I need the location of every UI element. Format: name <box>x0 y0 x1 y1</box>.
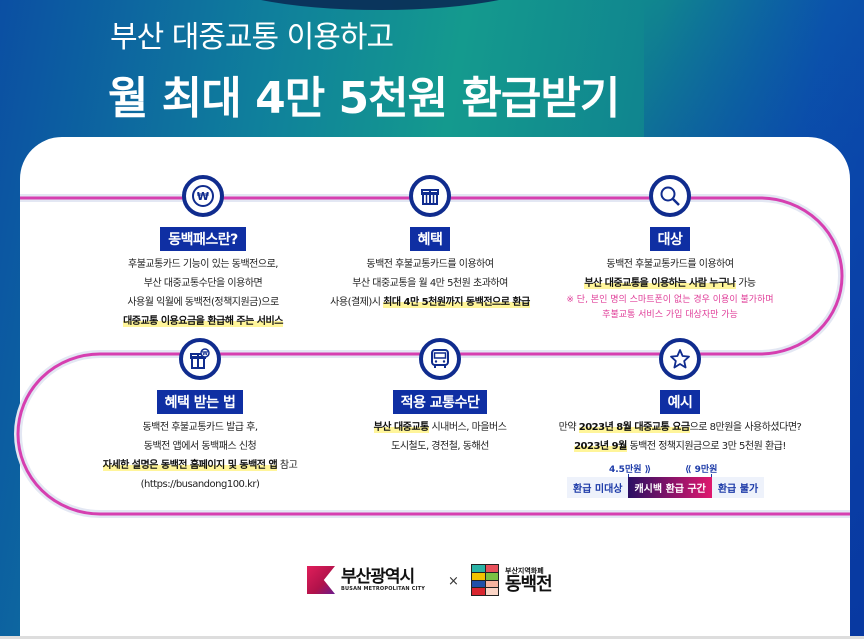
section-how-to: ₩ 혜택 받는 법 동백전 후불교통카드 발급 후, 동백전 앱에서 동백패스 … <box>70 338 330 494</box>
highlight-text: 최대 4만 5천원까지 동백전으로 환급 <box>383 297 530 308</box>
background-shape <box>210 0 550 10</box>
section-title: 동백패스란? <box>160 227 246 251</box>
desc-suffix: 으로 8만원을 사용하셨다면? <box>689 422 802 433</box>
desc-prefix: 만약 <box>558 422 579 433</box>
dongbaekjeon-logo: 부산지역화폐 동백전 <box>471 564 553 596</box>
busan-logo-name: 부산광역시 <box>341 567 415 587</box>
won-coin-icon: ₩ <box>182 175 224 217</box>
gift-coin-icon: ₩ <box>179 338 221 380</box>
desc-suffix: 가능 <box>735 278 756 289</box>
highlight-text: 2023년 9월 <box>574 441 627 452</box>
highlight-text: 대중교통 이용요금을 환급해 주는 서비스 <box>123 316 283 327</box>
highlight-text: 부산 대중교통을 이용하는 사람 누구나 <box>584 278 736 289</box>
highlight-text: 자세한 설명은 동백전 홈페이지 및 동백전 앱 <box>102 460 278 471</box>
dongbaekjeon-logo-icon <box>471 564 499 596</box>
desc-line: 동백전 후불교통카드 발급 후, <box>142 422 258 433</box>
gift-icon <box>409 175 451 217</box>
headline-subtitle: 부산 대중교통 이용하고 <box>110 20 394 55</box>
dongbaekjeon-name: 동백전 <box>505 574 553 595</box>
desc-line: 동백전 후불교통카드를 이용하여 <box>606 259 734 270</box>
section-title: 혜택 <box>409 227 451 251</box>
svg-text:₩: ₩ <box>202 351 208 357</box>
section-example: 예시 만약 2023년 8월 대중교통 요금으로 8만원을 사용하셨다면? 20… <box>530 338 830 498</box>
section-dongbaek-pass: ₩ 동백패스란? 후불교통카드 기능이 있는 동백전으로, 부산 대중교통수단을… <box>88 175 318 331</box>
busan-logo-icon <box>307 566 335 594</box>
section-transport: 적용 교통수단 부산 대중교통 시내버스, 마을버스 도시철도, 경전철, 동해… <box>340 338 540 456</box>
desc-line: 동백전 앱에서 동백패스 신청 <box>143 441 257 452</box>
note-line: 후불교통 서비스 가입 대상자만 가능 <box>602 310 738 320</box>
refund-scale: 4.5만원 ⟫ ⟪ 9만원 환급 미대상 캐시백 환급 구간 환급 불가 <box>567 462 777 498</box>
desc-prefix: 사용(결제)시 <box>330 297 384 308</box>
segment-no-refund: 환급 미대상 <box>567 477 629 498</box>
bus-icon <box>419 338 461 380</box>
desc-line: 후불교통카드 기능이 있는 동백전으로, <box>128 259 278 270</box>
high-threshold-label: ⟪ 9만원 <box>685 465 718 475</box>
desc-line: 부산 대중교통을 월 4만 5천원 초과하여 <box>352 278 508 289</box>
star-icon <box>659 338 701 380</box>
desc-suffix: 참고 <box>277 460 298 471</box>
busan-logo-english: BUSAN METROPOLITAN CITY <box>341 586 426 592</box>
desc-line: 부산 대중교통수단을 이용하면 <box>143 278 263 289</box>
search-icon <box>649 175 691 217</box>
section-title: 적용 교통수단 <box>392 390 488 414</box>
desc-line: 도시철도, 경전철, 동해선 <box>391 441 489 452</box>
segment-not-eligible: 환급 불가 <box>711 477 765 498</box>
highlight-text: 부산 대중교통 <box>373 422 429 433</box>
footer-logos: 부산광역시 BUSAN METROPOLITAN CITY × 부산지역화폐 동… <box>0 560 864 600</box>
desc-line: 사용월 익월에 동백전(정책지원금)으로 <box>127 297 279 308</box>
collab-separator: × <box>448 574 459 589</box>
desc-line: 동백전 후불교통카드를 이용하여 <box>366 259 494 270</box>
section-benefit: 혜택 동백전 후불교통카드를 이용하여 부산 대중교통을 월 4만 5천원 초과… <box>310 175 550 312</box>
dongbaekjeon-subtitle: 부산지역화폐 <box>505 567 544 575</box>
section-title: 대상 <box>649 227 691 251</box>
note-line: ※ 단, 본인 명의 스마트폰이 없는 경우 이용이 불가하며 <box>566 295 774 305</box>
highlight-text: 2023년 8월 대중교통 요금 <box>578 422 690 433</box>
section-title: 혜택 받는 법 <box>156 390 244 414</box>
website-link[interactable]: (https://busandong100.kr) <box>140 479 260 490</box>
desc-suffix: 동백전 정책지원금으로 3만 5천원 환급! <box>626 441 786 452</box>
low-threshold-label: 4.5만원 ⟫ <box>609 465 652 475</box>
section-target: 대상 동백전 후불교통카드를 이용하여 부산 대중교통을 이용하는 사람 누구나… <box>550 175 790 323</box>
headline-title: 월 최대 4만 5천원 환급받기 <box>108 73 620 124</box>
bottom-divider <box>0 636 864 639</box>
segment-cashback: 캐시백 환급 구간 <box>628 477 712 498</box>
desc-suffix: 시내버스, 마을버스 <box>428 422 507 433</box>
busan-city-logo: 부산광역시 BUSAN METROPOLITAN CITY <box>307 566 425 594</box>
section-title: 예시 <box>659 390 701 414</box>
